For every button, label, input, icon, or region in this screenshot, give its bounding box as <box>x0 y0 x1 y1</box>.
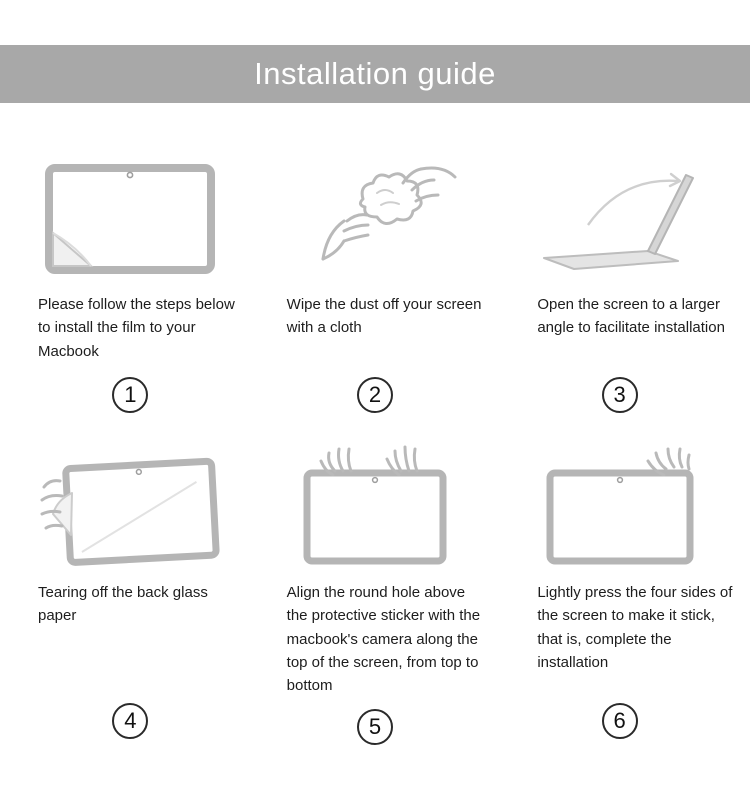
step-2-caption: Wipe the dust off your screen with a clo… <box>286 296 482 337</box>
step-5-illustration <box>253 439 498 567</box>
header-banner: Installation guide <box>0 45 750 103</box>
open-laptop-icon <box>542 172 694 270</box>
page-title: Installation guide <box>254 56 496 91</box>
step-2-number-badge: 2 <box>356 377 393 413</box>
step-6: Lightly press the four sides of the scre… <box>497 439 742 745</box>
step-2-illustration <box>253 151 498 279</box>
step-4-number-badge: 4 <box>112 703 149 739</box>
align-film-icon <box>303 445 447 565</box>
step-1-illustration <box>8 151 253 279</box>
step-3-caption: Open the screen to a larger angle to fac… <box>537 296 725 337</box>
steps-row-2: Tearing off the back glass paper 4 <box>8 439 742 746</box>
press-four-sides-icon <box>546 447 694 565</box>
step-3-illustration <box>497 151 742 279</box>
tear-back-paper-icon <box>40 457 220 566</box>
tablet-peel-film-icon <box>45 164 216 274</box>
step-6-illustration <box>497 439 742 567</box>
step-6-number-badge: 6 <box>601 703 638 739</box>
step-3-number-badge: 3 <box>601 377 638 413</box>
step-3: Open the screen to a larger angle to fac… <box>497 151 742 413</box>
step-4: Tearing off the back glass paper 4 <box>8 439 253 745</box>
steps-row-1: Please follow the steps below to install… <box>8 151 742 413</box>
wipe-cloth-icon <box>321 166 457 261</box>
installation-guide-page: Installation guide Please follow the ste… <box>0 45 750 795</box>
step-6-caption: Lightly press the four sides of the scre… <box>537 584 733 671</box>
step-2: Wipe the dust off your screen with a clo… <box>253 151 498 413</box>
step-1-caption: Please follow the steps below to install… <box>38 296 235 360</box>
step-1: Please follow the steps below to install… <box>8 151 253 413</box>
step-4-illustration <box>8 439 253 567</box>
step-1-number-badge: 1 <box>112 377 149 413</box>
step-4-caption: Tearing off the back glass paper <box>38 584 208 625</box>
step-5: Align the round hole above the protectiv… <box>253 439 498 746</box>
step-5-caption: Align the round hole above the protectiv… <box>286 584 481 694</box>
step-5-number-badge: 5 <box>356 709 393 746</box>
